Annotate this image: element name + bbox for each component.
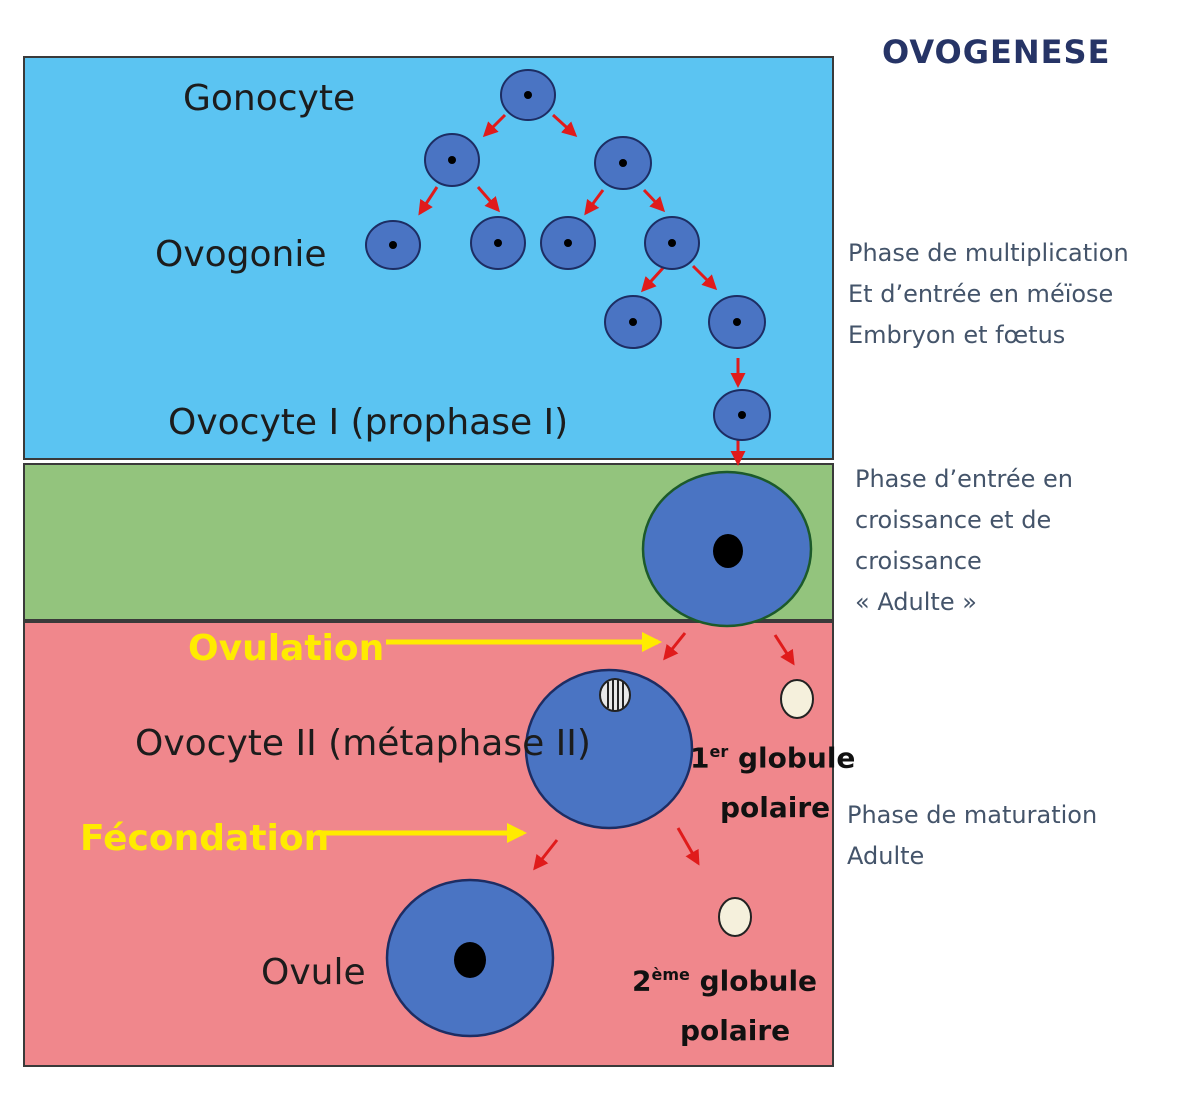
- ovogonie-cell: [424, 133, 480, 187]
- ovogonie-label: Ovogonie: [155, 234, 327, 275]
- maturation-phase-text: Phase de maturation Adulte: [847, 801, 1098, 870]
- division-arrows: [418, 113, 795, 871]
- multiplication-phase-text: Phase de multiplication Et d’entrée en m…: [848, 239, 1129, 349]
- ovogonie-cell: [594, 136, 652, 190]
- ovocyte-1-cell: [713, 389, 771, 441]
- multiplication-zone: [23, 56, 834, 460]
- event-arrows: [316, 632, 662, 843]
- first-polar-body: [780, 679, 814, 719]
- growing-oocyte-cell: [641, 470, 813, 628]
- page-title: OVOGENESE: [882, 33, 1111, 71]
- ovule-label: Ovule: [261, 952, 366, 993]
- ovocyte-1-label: Ovocyte I (prophase I): [168, 402, 569, 443]
- ovogonie-cell: [540, 216, 596, 270]
- second-polar-body-label: 2ème globule polaire: [632, 964, 818, 1048]
- ovogonie-cell: [604, 295, 662, 349]
- growth-phase-text: Phase d’entrée en croissance et de crois…: [855, 465, 1074, 616]
- second-polar-body: [718, 897, 752, 937]
- gonocyte-cell: [500, 69, 556, 121]
- ovocyte-2-label: Ovocyte II (métaphase II): [135, 723, 591, 764]
- ovogonie-cell: [644, 216, 700, 270]
- ovule-cell: [385, 878, 555, 1038]
- ovogonie-cell: [470, 216, 526, 270]
- gonocyte-label: Gonocyte: [183, 78, 356, 119]
- ovocyte-2-cell: [524, 668, 694, 830]
- ovogonie-cell: [365, 220, 421, 270]
- ovulation-label: Ovulation: [188, 628, 385, 669]
- fecondation-label: Fécondation: [80, 818, 330, 859]
- maturation-zone: [23, 621, 834, 1067]
- ovogonie-cell: [708, 295, 766, 349]
- first-polar-body-label: 1er globule polaire: [690, 741, 856, 825]
